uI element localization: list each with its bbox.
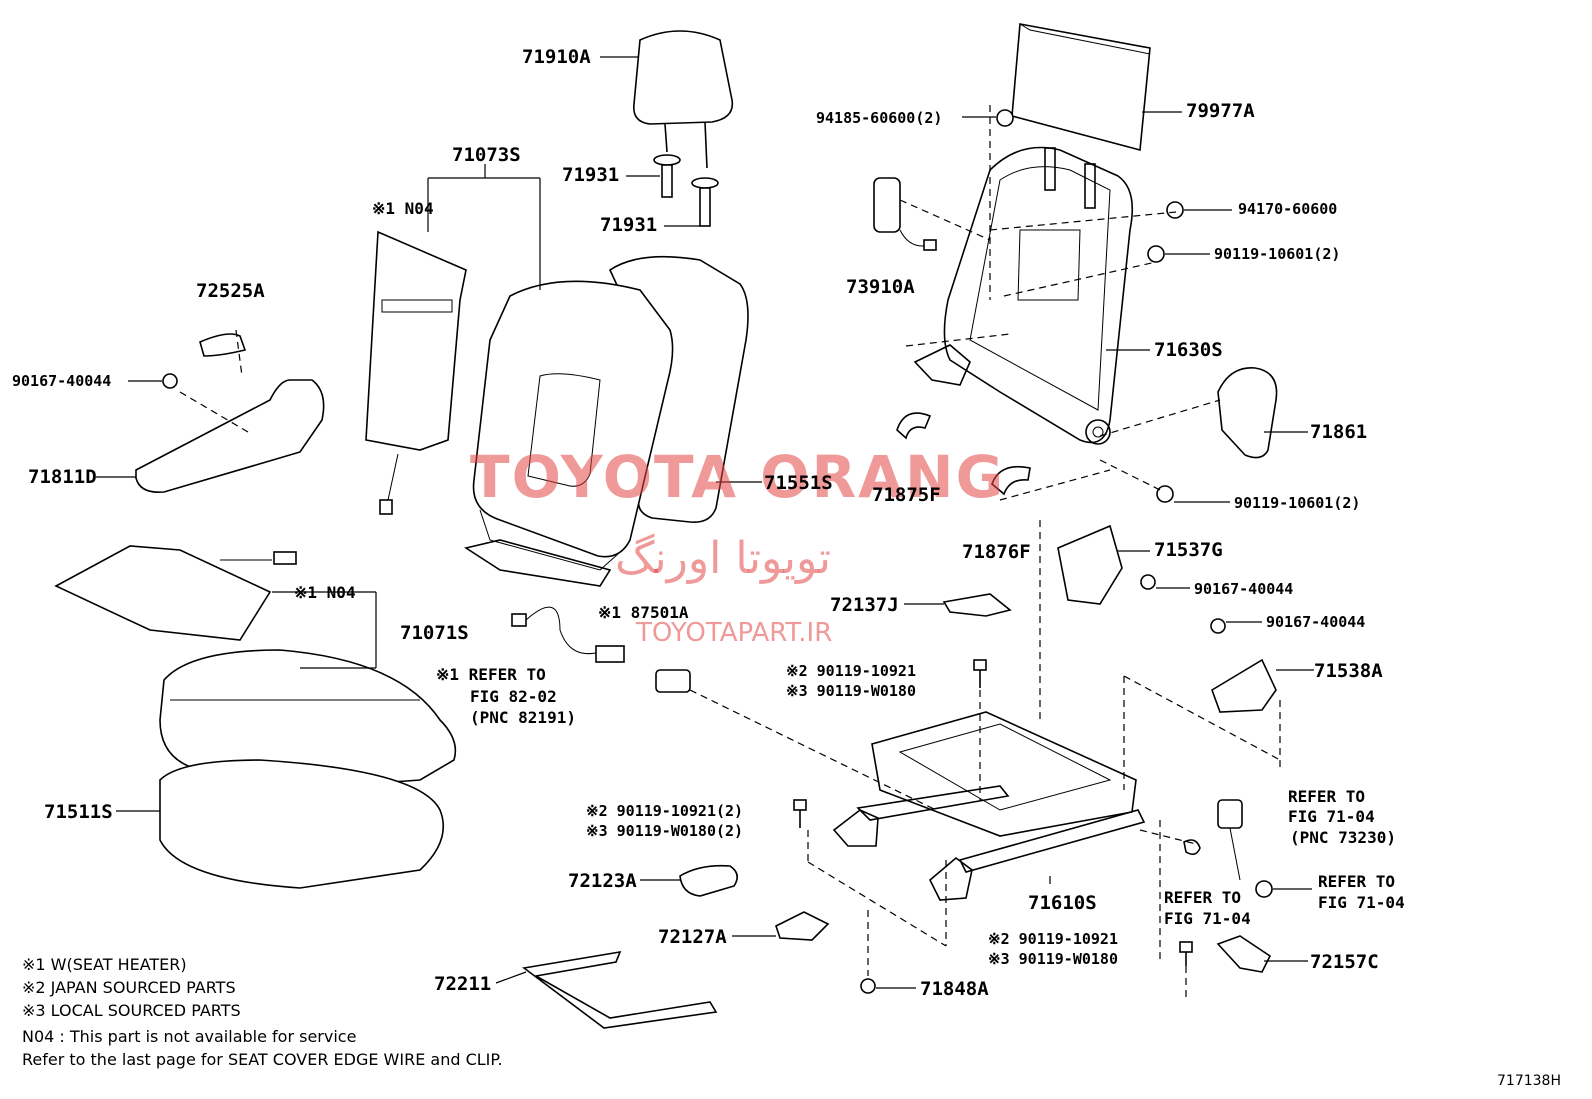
part-label-71931-a[interactable]: 71931 bbox=[562, 164, 620, 186]
track-cover-drawings bbox=[904, 593, 1308, 973]
part-label-71910a[interactable]: 71910A bbox=[522, 46, 591, 68]
part-label-94185-60600[interactable]: 94185-60600(2) bbox=[816, 109, 943, 127]
watermark-url: TOYOTAPART.IR bbox=[636, 618, 833, 648]
assembly-dash-lines bbox=[689, 105, 1281, 998]
bolt-drawings-top bbox=[962, 109, 1232, 503]
clip-drawings bbox=[896, 412, 1031, 496]
part-label-90167-40044-left[interactable]: 90167-40044 bbox=[12, 372, 112, 390]
part-label-71537g[interactable]: 71537G bbox=[1154, 539, 1223, 561]
part-label-94170-60600[interactable]: 94170-60600 bbox=[1238, 200, 1338, 218]
refer-fig-71-04-a-line2[interactable]: FIG 71-04 bbox=[1288, 807, 1375, 826]
seat-cushion-drawing bbox=[116, 649, 457, 889]
part-label-90119-10921-b[interactable]: ※2 90119-10921(2) bbox=[586, 802, 744, 820]
part-label-73910a[interactable]: 73910A bbox=[846, 276, 915, 298]
part-label-71848a[interactable]: 71848A bbox=[920, 978, 989, 1000]
note-n04-not-available: N04 : This part is not available for ser… bbox=[22, 1027, 357, 1046]
headrest-guide-drawing bbox=[626, 154, 719, 227]
refer-fig-82-02-line3[interactable]: (PNC 82191) bbox=[470, 708, 576, 727]
refer-fig-82-02-line2[interactable]: FIG 82-02 bbox=[470, 687, 557, 706]
part-label-71876f[interactable]: 71876F bbox=[962, 541, 1031, 563]
part-label-71931-b[interactable]: 71931 bbox=[600, 214, 658, 236]
part-label-72127a[interactable]: 72127A bbox=[658, 926, 727, 948]
refer-fig-82-02-line1[interactable]: ※1 REFER TO bbox=[436, 665, 546, 684]
part-label-90119-w0180-a[interactable]: ※3 90119-W0180 bbox=[786, 682, 916, 700]
heater-harness-drawing bbox=[511, 606, 691, 693]
refer-fig-71-04-a-line3[interactable]: (PNC 73230) bbox=[1290, 828, 1396, 847]
part-label-90119-10921-a[interactable]: ※2 90119-10921 bbox=[786, 662, 916, 680]
part-label-71551s[interactable]: 71551S bbox=[764, 472, 833, 494]
figure-number: 717138H bbox=[1497, 1073, 1561, 1089]
headrest-drawing bbox=[600, 30, 734, 169]
part-label-90119-10921-c[interactable]: ※2 90119-10921 bbox=[988, 930, 1118, 948]
note-edge-wire-clip: Refer to the last page for SEAT COVER ED… bbox=[22, 1050, 503, 1069]
seat-back-cushion-drawing bbox=[427, 164, 762, 587]
seat-track-drawing bbox=[832, 711, 1146, 901]
side-shield-drawing bbox=[96, 329, 325, 494]
refer-fig-71-04-b-line2[interactable]: FIG 71-04 bbox=[1164, 909, 1251, 928]
part-label-90167-40044-r2[interactable]: 90167-40044 bbox=[1266, 613, 1366, 631]
side-airbag-drawing bbox=[1011, 23, 1182, 152]
part-label-71610s[interactable]: 71610S bbox=[1028, 892, 1097, 914]
part-label-71861[interactable]: 71861 bbox=[1310, 421, 1368, 443]
lower-small-parts-drawing bbox=[495, 864, 830, 1029]
bolt-drawings-bottom bbox=[793, 659, 1193, 994]
part-label-71538a[interactable]: 71538A bbox=[1314, 660, 1383, 682]
note-local-sourced: ※3 LOCAL SOURCED PARTS bbox=[22, 1001, 241, 1020]
refer-fig-71-04-a-line1[interactable]: REFER TO bbox=[1288, 787, 1366, 806]
refer-fig-71-04-c-line2[interactable]: FIG 71-04 bbox=[1318, 893, 1405, 912]
part-label-72211[interactable]: 72211 bbox=[434, 973, 492, 995]
part-label-90119-10601-top[interactable]: 90119-10601(2) bbox=[1214, 245, 1341, 263]
part-label-90119-w0180-b[interactable]: ※3 90119-W0180(2) bbox=[586, 822, 744, 840]
seat-cushion-heater-drawing bbox=[54, 545, 377, 668]
note-seat-heater: ※1 W(SEAT HEATER) bbox=[22, 955, 187, 974]
part-label-71875f[interactable]: 71875F bbox=[872, 484, 941, 506]
part-label-71071s[interactable]: 71071S bbox=[400, 622, 469, 644]
part-label-79977a[interactable]: 79977A bbox=[1186, 100, 1255, 122]
part-label-n04-cushion[interactable]: ※1 N04 bbox=[294, 583, 356, 602]
seat-back-frame-drawing bbox=[913, 146, 1150, 445]
seat-back-heater-drawing bbox=[365, 230, 467, 515]
watermark-text: TOYOTA ORANG bbox=[470, 443, 1006, 511]
refer-fig-71-04-c-line1[interactable]: REFER TO bbox=[1318, 872, 1396, 891]
note-japan-sourced: ※2 JAPAN SOURCED PARTS bbox=[22, 978, 236, 997]
lower-cover-drawing bbox=[1210, 618, 1314, 713]
part-label-71511s[interactable]: 71511S bbox=[44, 801, 113, 823]
part-label-90119-w0180-c[interactable]: ※3 90119-W0180 bbox=[988, 950, 1118, 968]
part-label-71073s[interactable]: 71073S bbox=[452, 144, 521, 166]
part-label-n04-back[interactable]: ※1 N04 bbox=[372, 199, 434, 218]
watermark-persian-text: تویوتا اورنگ bbox=[615, 533, 831, 584]
part-label-90167-40044-r1[interactable]: 90167-40044 bbox=[1194, 580, 1294, 598]
refer-fig-71-04-b-line1[interactable]: REFER TO bbox=[1164, 888, 1242, 907]
inner-cover-drawing bbox=[1057, 524, 1190, 605]
part-label-72157c[interactable]: 72157C bbox=[1310, 951, 1379, 973]
part-label-72525a[interactable]: 72525A bbox=[196, 280, 265, 302]
part-label-71630s[interactable]: 71630S bbox=[1154, 339, 1223, 361]
part-label-87501a[interactable]: ※1 87501A bbox=[598, 603, 689, 622]
part-label-72123a[interactable]: 72123A bbox=[568, 870, 637, 892]
part-label-72137j[interactable]: 72137J bbox=[830, 594, 899, 616]
seat-sensor-drawing bbox=[873, 177, 937, 251]
part-label-71811d[interactable]: 71811D bbox=[28, 466, 97, 488]
recliner-cover-drawing bbox=[1217, 367, 1308, 459]
seat-belt-buckle-drawing bbox=[1183, 799, 1312, 898]
part-label-90119-10601-bottom[interactable]: 90119-10601(2) bbox=[1234, 494, 1361, 512]
